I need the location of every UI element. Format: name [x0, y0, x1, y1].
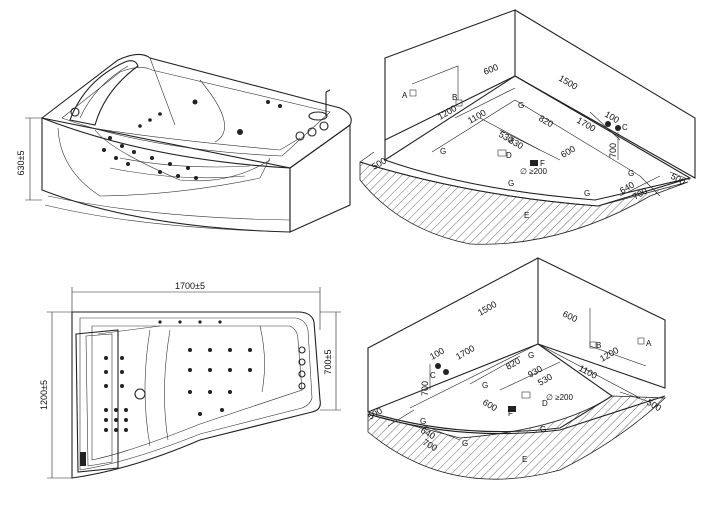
room-b-dim-3: 1200: [598, 345, 620, 364]
room-b-label-f: F: [508, 409, 513, 418]
room-a-label-g4: G: [584, 189, 590, 198]
room-a-dim-6: 1700: [575, 115, 597, 134]
room-a-pipe-note: ∅ ≥200: [520, 167, 547, 176]
room-a-dim-5: 820: [537, 113, 555, 129]
room-b-label-g2: G: [482, 381, 488, 390]
room-a-label-a: A: [402, 91, 408, 100]
room-b-label-a: A: [646, 339, 652, 348]
tub-height-dimension: 630±5: [16, 151, 26, 176]
room-a-label-f: F: [540, 159, 545, 168]
room-a-label-g3: G: [508, 179, 514, 188]
room-a-label-e: E: [524, 211, 529, 220]
room-b-dim-5: 1100: [577, 363, 599, 381]
room-layout-b: 1500 600 1200 100 1100 1700 820 930 530 …: [366, 257, 666, 480]
room-a-dim-4: 1100: [466, 107, 488, 125]
room-b-label-g1: G: [528, 351, 534, 360]
room-b-pipe-note: ∅ ≥200: [546, 393, 573, 402]
room-a-dim-2: 1500: [557, 73, 579, 92]
tub-length-dimension: 1700±5: [175, 281, 205, 291]
room-a-dim-10: 600: [559, 144, 577, 160]
room-b-label-e: E: [522, 455, 527, 464]
room-b-dim-10: 700: [420, 381, 430, 396]
room-layout-a: 600 1500 1200 1100 820 1700 100 830 530 …: [359, 9, 696, 245]
room-a-dim-11: 700: [608, 143, 618, 158]
room-b-label-g4: G: [462, 439, 468, 448]
room-a-label-g1: G: [518, 101, 524, 110]
room-b-dim-2: 600: [561, 309, 579, 324]
room-b-dim-6: 1700: [454, 343, 476, 362]
room-a-dim-1: 600: [482, 62, 500, 77]
room-b-label-c: C: [430, 371, 436, 380]
room-b-dim-4: 100: [428, 346, 446, 362]
room-b-label-d: D: [542, 399, 548, 408]
room-a-label-c: C: [622, 123, 628, 132]
room-b-dim-1: 1500: [476, 299, 498, 318]
room-b-label-g3: G: [420, 417, 426, 426]
tub-perspective-view: 630±5: [16, 53, 352, 233]
tub-side-dimension: 700±5: [323, 350, 333, 375]
room-a-label-g5: G: [628, 169, 634, 178]
room-a-label-g2: G: [440, 147, 446, 156]
tub-width-dimension: 1200±5: [39, 380, 49, 410]
room-b-dim-11: 600: [481, 397, 499, 413]
room-a-label-b: B: [452, 93, 457, 102]
room-a-label-d: D: [506, 151, 512, 160]
room-b-label-b: B: [596, 341, 601, 350]
room-b-label-g5: G: [540, 425, 546, 434]
room-b-dim-7: 820: [504, 356, 522, 372]
room-a-dim-15: 500: [669, 171, 687, 187]
tub-plan-view: 1700±5 1200±5 700±5: [39, 281, 341, 479]
